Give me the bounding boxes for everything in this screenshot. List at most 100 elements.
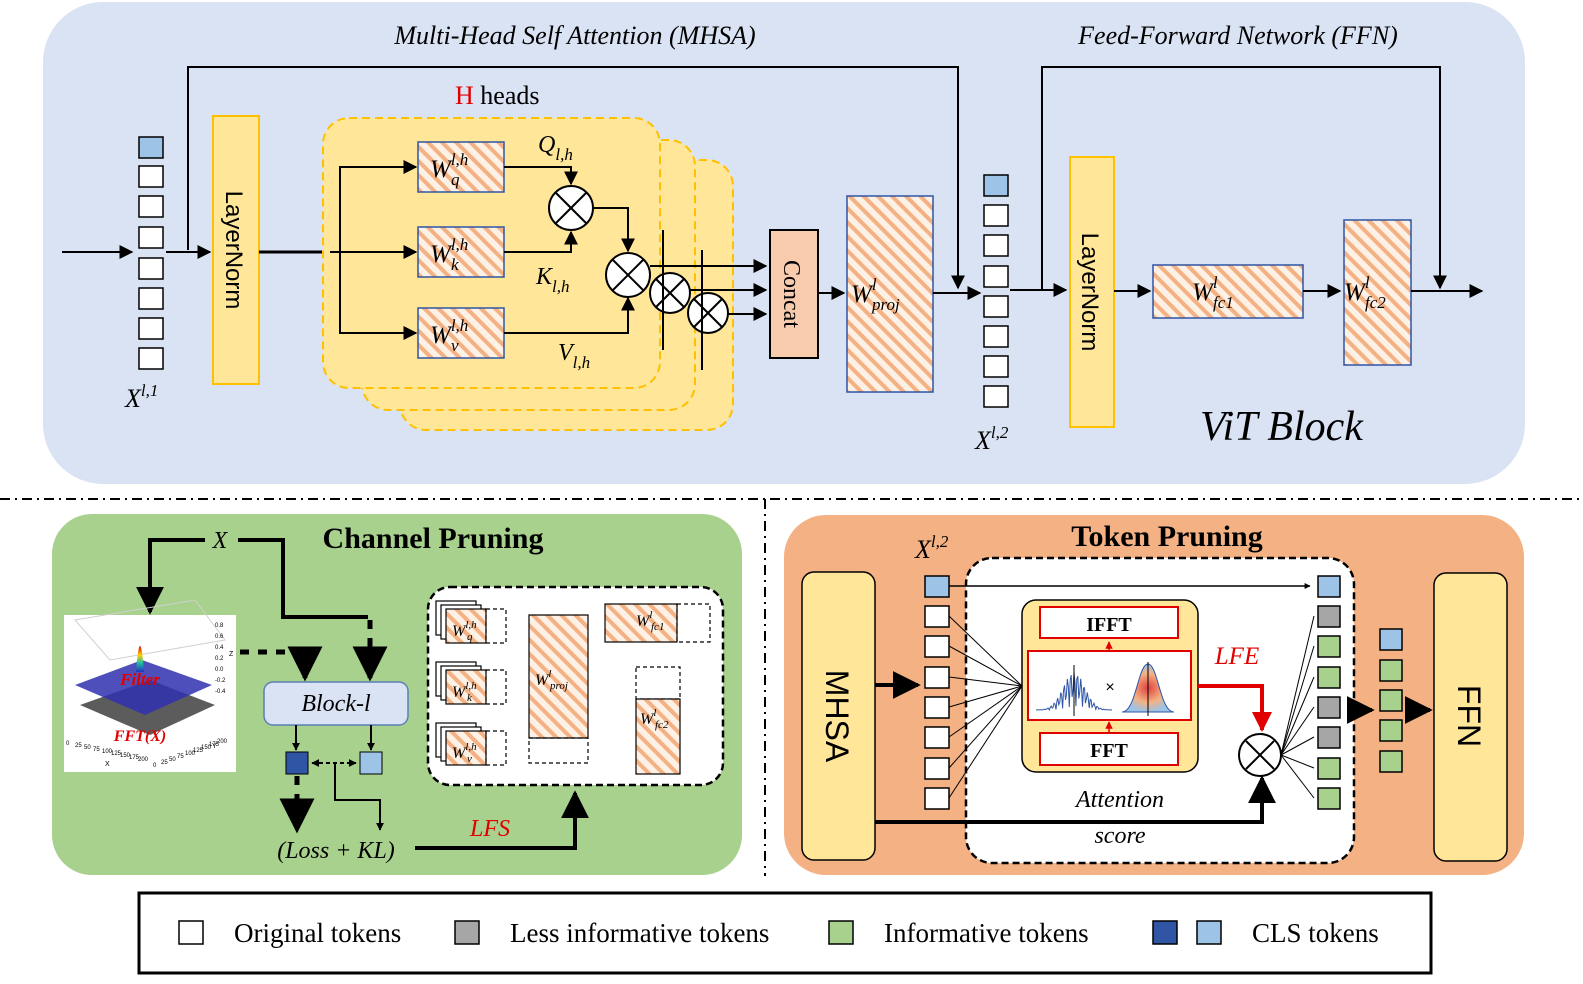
filter-peak: [136, 646, 144, 672]
channel-pruning-title: Channel Pruning: [323, 522, 544, 555]
cls-token: [1379, 628, 1403, 651]
score-multiply-icon: [1238, 733, 1282, 777]
mhsa-to-multiply-arrow: [875, 775, 1276, 824]
k-label: Kl,h: [535, 264, 570, 296]
ffn-title: Feed-Forward Network (FFN): [1077, 21, 1398, 50]
token: [924, 726, 950, 749]
cls-token-light: [359, 751, 383, 775]
x-l2-label: Xl,2: [974, 423, 1009, 455]
informative-token: [1317, 787, 1341, 810]
plot-x-tick: 175: [129, 755, 140, 761]
token: [983, 234, 1009, 257]
token: [983, 204, 1009, 227]
filter-surface: [75, 660, 212, 715]
legend-original-label: Original tokens: [234, 918, 401, 948]
plot-z-tick: -0.4: [215, 689, 226, 695]
x-l1-label: Xl,1: [124, 381, 158, 413]
cls-token-dark: [285, 751, 309, 775]
token: [983, 265, 1009, 288]
heads-label: H heads: [455, 81, 539, 110]
less-informative-token: [1317, 696, 1341, 719]
plot-axis-z: Z: [229, 651, 234, 658]
plot-x-tick: 50: [84, 745, 91, 751]
plot-z-ticks: 0.80.60.40.20.0-0.2-0.4: [215, 623, 226, 695]
score-label: score: [1094, 823, 1145, 849]
lfe-arrow: [1198, 684, 1272, 732]
plot-z-tick: -0.2: [215, 678, 226, 684]
block-l-label: Block-l: [301, 691, 371, 717]
token: [924, 757, 950, 780]
plot-y-tick: 175: [209, 742, 220, 748]
kept-token-column: [1379, 628, 1403, 773]
legend-cls-dark-swatch: [1152, 920, 1178, 945]
input-token-column: [138, 136, 164, 370]
legend-less-swatch: [454, 920, 480, 945]
legend-cls-light-swatch: [1196, 920, 1222, 945]
wfc2-matrix: [1343, 219, 1412, 366]
token: [138, 165, 164, 188]
cls-token: [924, 575, 950, 598]
layernorm-2-label: LayerNorm: [1076, 233, 1103, 352]
plot-y-tick: 0: [153, 763, 157, 769]
token: [983, 385, 1009, 408]
token: [924, 696, 950, 719]
token: [983, 325, 1009, 348]
token: [138, 195, 164, 218]
ffn-label: FFN: [1451, 685, 1487, 747]
token: [138, 287, 164, 310]
token-pruning-panel: Token Pruning MHSA FFN Xl,2: [784, 515, 1524, 875]
vit-block-panel: Multi-Head Self Attention (MHSA) Feed-Fo…: [43, 2, 1525, 484]
layernorm-2: [1069, 156, 1115, 428]
token: [138, 347, 164, 370]
head2-multiply-icon: [649, 272, 691, 314]
informative-token: [1379, 689, 1403, 712]
token: [983, 295, 1009, 318]
token: [924, 787, 950, 810]
wfc1-matrix: [1152, 264, 1304, 319]
plot-x-tick: 125: [111, 751, 122, 757]
token-pruning-title: Token Pruning: [1071, 520, 1262, 553]
plot-to-block-arrow: [240, 646, 323, 682]
ffn-residual-arrow: [1041, 66, 1447, 290]
wq-matrix: [417, 141, 505, 193]
lfs-label: LFS: [469, 816, 510, 842]
plot-x-tick: 100: [102, 749, 113, 755]
q-arrow: [504, 166, 578, 186]
lfs-arrow: [415, 790, 589, 850]
v-label: Vl,h: [558, 340, 590, 372]
mhsa-residual-arrow: [187, 66, 965, 290]
loss-label: (Loss + KL): [277, 838, 395, 864]
plot-x-tick: 75: [93, 747, 100, 753]
cls-token: [1317, 575, 1341, 598]
wv-matrix: [417, 307, 505, 359]
informative-token: [1379, 750, 1403, 773]
concat-label: Concat: [778, 260, 804, 328]
qk-out-arrow: [593, 207, 635, 253]
plot-z-tick: 0.0: [215, 667, 224, 673]
token: [138, 226, 164, 249]
mhsa-box: [801, 571, 876, 861]
plot-x-tick: 25: [75, 743, 82, 749]
token: [138, 317, 164, 340]
informative-token: [1317, 635, 1341, 658]
ffn-box: [1433, 572, 1508, 862]
plot-fft-label: FFT(X): [113, 728, 166, 745]
channel-x-label: X: [212, 528, 229, 554]
less-informative-token: [1317, 726, 1341, 749]
fft-box: [1039, 732, 1179, 766]
less-informative-token: [1317, 605, 1341, 628]
branch-q: [339, 160, 418, 252]
plot-axis-y: Y: [212, 743, 217, 750]
